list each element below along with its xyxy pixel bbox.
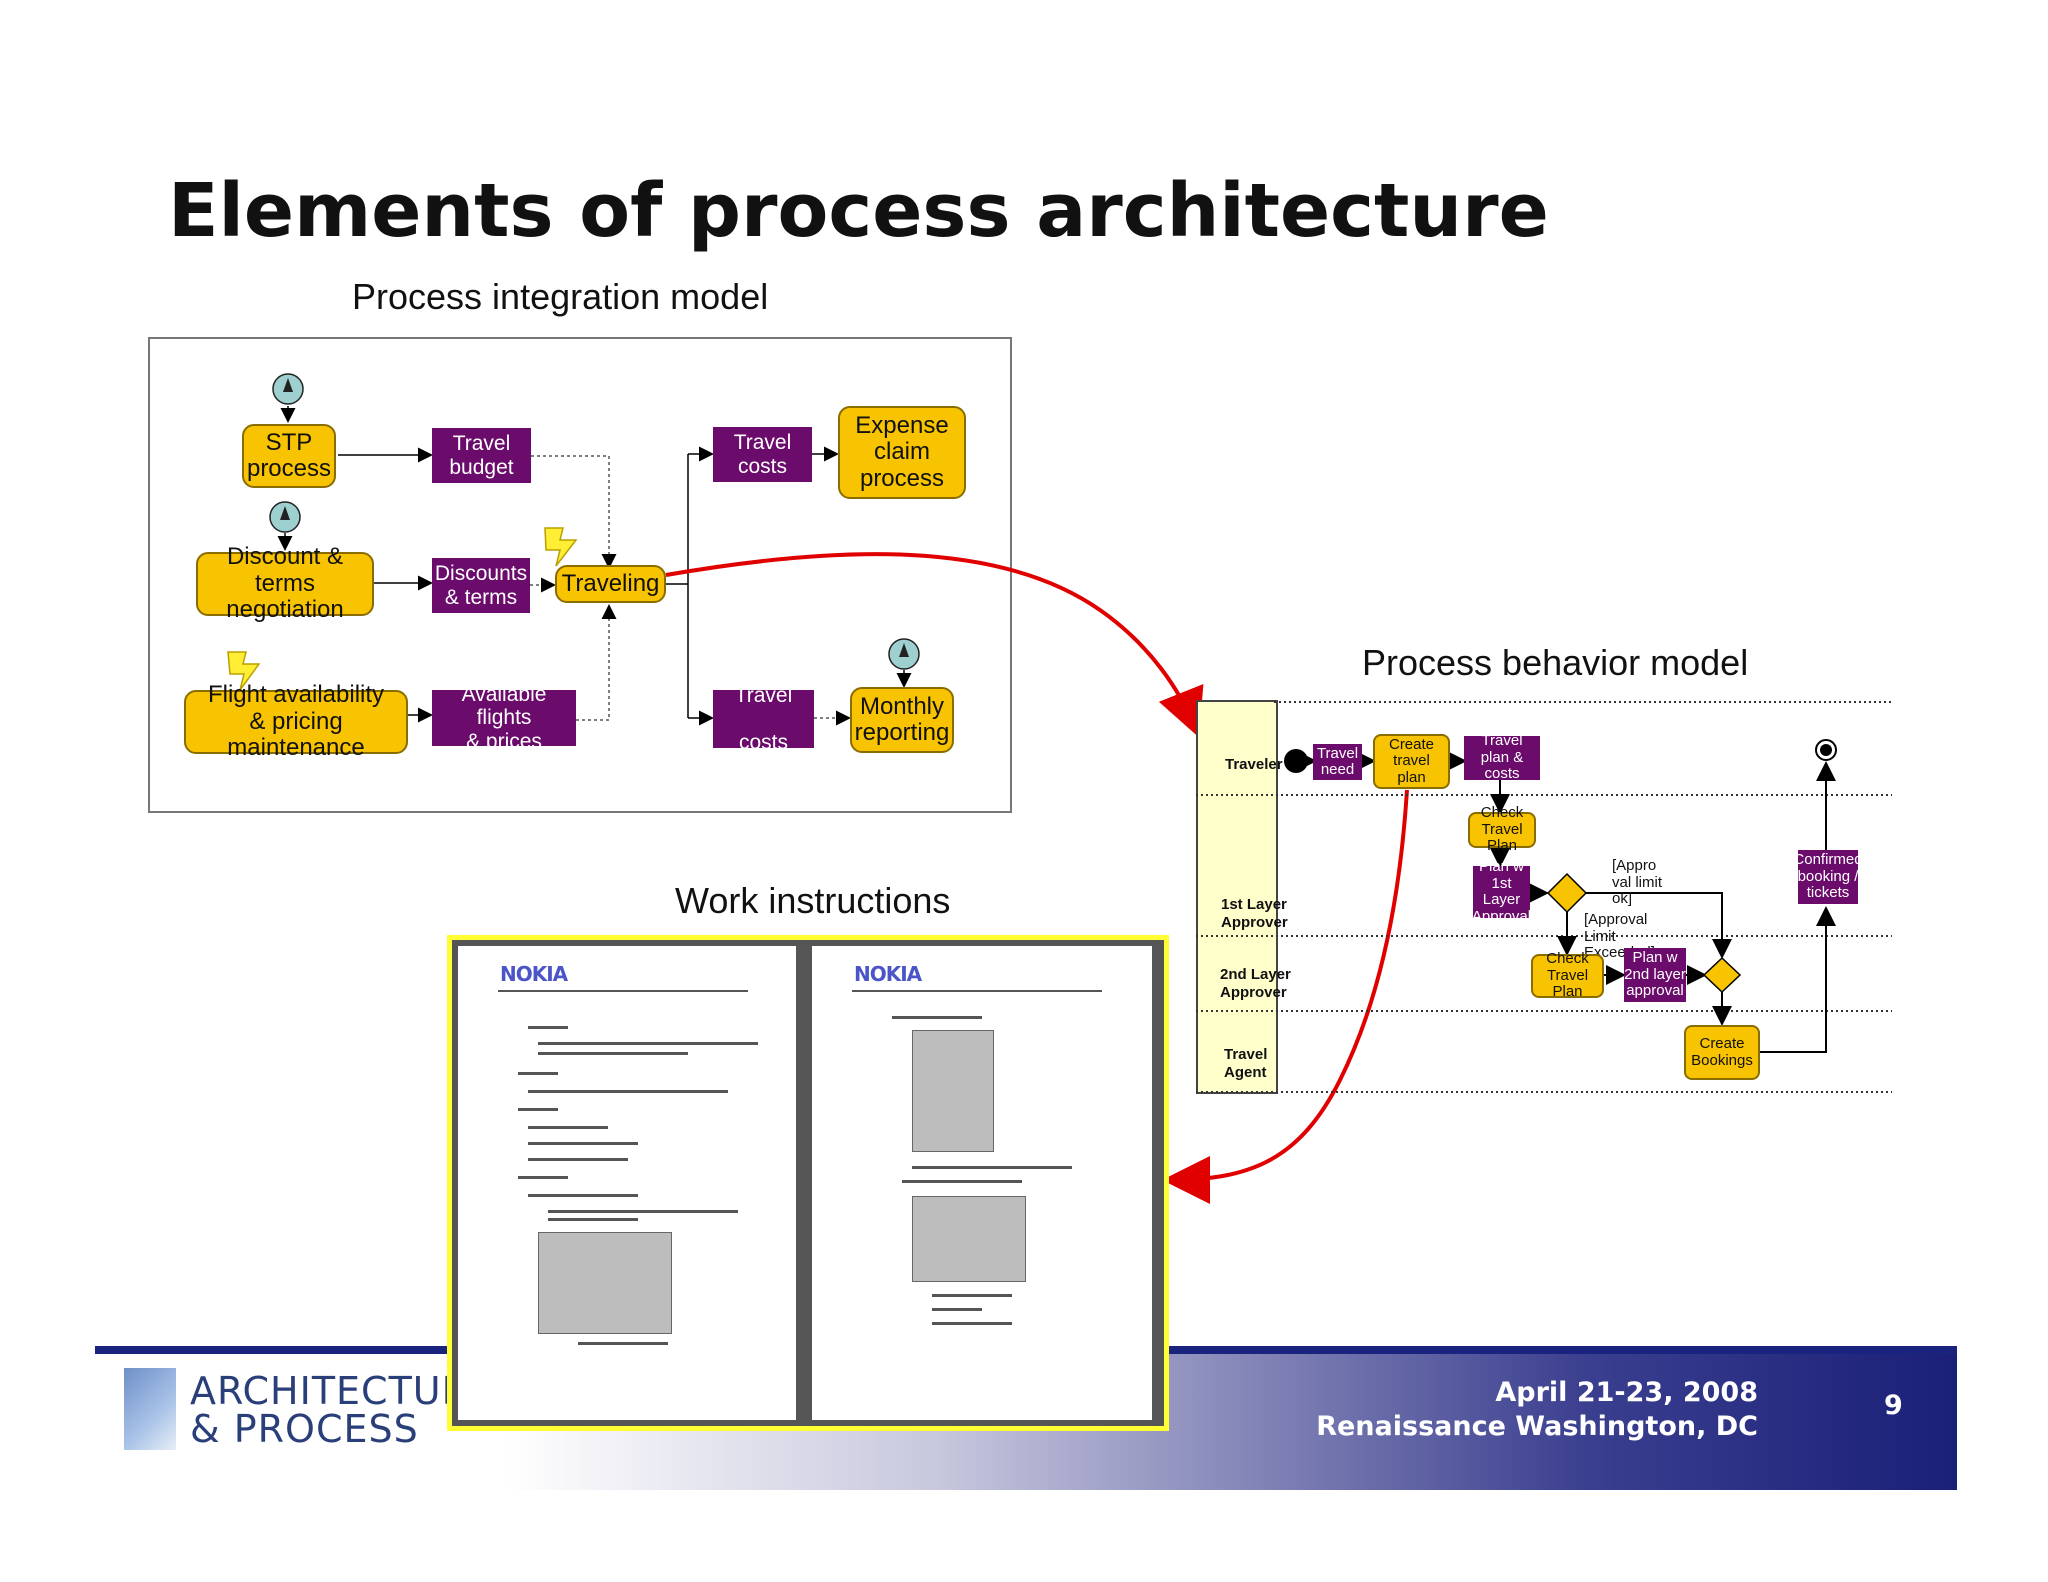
- screenshot-thumbnail: [912, 1030, 994, 1152]
- create-bookings-activity: Create Bookings: [1684, 1025, 1760, 1080]
- confirmed-booking-data: Confirmed booking / tickets: [1793, 850, 1863, 904]
- plan-w-2nd-layer-data: Plan w 2nd layer approval: [1624, 948, 1686, 1002]
- check-travel-plan-2-activity: Check Travel Plan: [1531, 951, 1604, 1000]
- create-travel-plan-activity: Create travel plan: [1373, 734, 1450, 789]
- travel-plan-costs-data: Travel plan & costs: [1464, 733, 1540, 782]
- traveling-process: Traveling: [555, 565, 666, 603]
- work-instruction-page-left: NOKIA: [458, 946, 796, 1420]
- discounts-terms-data: Discounts & terms: [432, 558, 530, 613]
- conference-logo: ARCHITECTURE & PROCESS: [190, 1369, 495, 1451]
- plan-w-1st-layer-data: Plan w 1st Layer Approval: [1471, 858, 1532, 925]
- behavior-model-heading: Process behavior model: [1362, 642, 1749, 683]
- timer-event-icon: [269, 501, 301, 533]
- timer-event-icon: [272, 373, 304, 405]
- lane-traveler: Traveler: [1225, 756, 1283, 773]
- work-instruction-page-right: NOKIA: [812, 946, 1152, 1420]
- lane-2nd-layer-approver: 2nd Layer Approver: [1220, 966, 1291, 1001]
- lane-travel-agent: Travel Agent: [1224, 1046, 1268, 1081]
- nokia-logo-left: NOKIA: [500, 962, 568, 986]
- timer-event-icon: [888, 638, 920, 670]
- lightning-icon: [544, 527, 578, 567]
- page-number: 9: [1884, 1390, 1903, 1421]
- travel-costs-bottom-data: Travel costs: [713, 684, 814, 754]
- available-flights-data: Available flights & prices: [432, 683, 576, 753]
- slide-title: Elements of process architecture: [168, 168, 1549, 254]
- event-date-location: April 21-23, 2008 Renaissance Washington…: [1316, 1377, 1758, 1442]
- expense-claim-process: Expense claim process: [838, 406, 966, 499]
- screenshot-thumbnail: [912, 1196, 1026, 1282]
- screenshot-thumbnail: [538, 1232, 672, 1334]
- monthly-reporting-process: Monthly reporting: [850, 687, 954, 753]
- approval-limit-ok-label: [Appro val limit ok]: [1612, 857, 1663, 907]
- integration-model-heading: Process integration model: [352, 276, 769, 317]
- logo-mosaic-icon: [124, 1368, 176, 1450]
- lane-1st-layer-approver: 1st Layer Approver: [1221, 896, 1288, 931]
- swimlane-header-column: [1196, 700, 1278, 1094]
- work-instructions-frame: NOKIA NOKIA: [447, 935, 1169, 1431]
- check-travel-plan-1-activity: Check Travel Plan: [1468, 805, 1536, 854]
- stp-process: STP process: [242, 424, 336, 488]
- lightning-icon: [227, 651, 261, 691]
- travel-need-data: Travel need: [1313, 744, 1362, 780]
- travel-budget-data: Travel budget: [432, 428, 531, 483]
- travel-costs-top-data: Travel costs: [713, 427, 812, 482]
- work-instructions-heading: Work instructions: [675, 880, 951, 921]
- nokia-logo-right: NOKIA: [854, 962, 922, 986]
